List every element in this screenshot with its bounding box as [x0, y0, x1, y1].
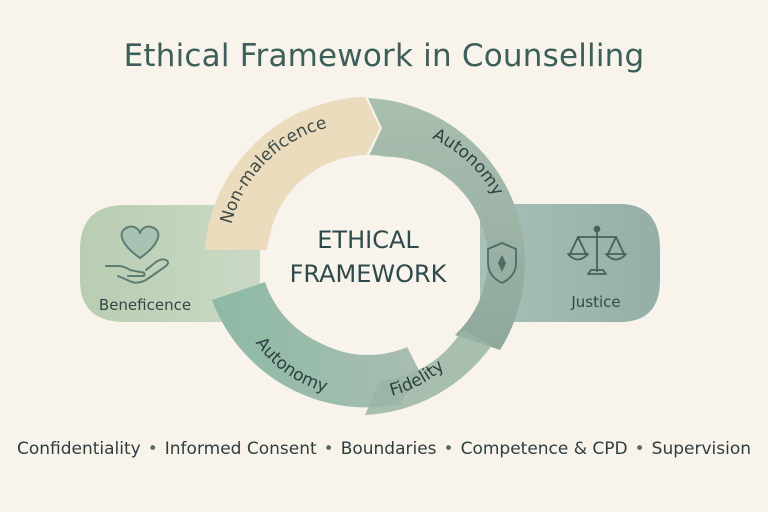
separator-dot: •	[443, 439, 454, 459]
footer-item-informed-consent: Informed Consent	[164, 439, 317, 459]
footer-item-supervision: Supervision	[651, 439, 752, 459]
separator-dot: •	[323, 439, 334, 459]
justice-label: Justice	[570, 293, 620, 311]
shield-icon	[487, 242, 517, 284]
beneficence-label: Beneficence	[99, 296, 191, 314]
page-title: Ethical Framework in Counselling	[123, 38, 645, 74]
center-text-line2: FRAMEWORK	[290, 260, 448, 288]
scales-icon	[567, 225, 627, 275]
segment-fidelity	[365, 330, 492, 415]
justice-panel	[480, 204, 660, 322]
footer-item-competence: Competence & CPD	[460, 439, 628, 459]
separator-dot: •	[634, 439, 645, 459]
footer-item-confidentiality: Confidentiality	[16, 439, 141, 459]
center-circle	[268, 155, 468, 355]
principles-footer: Confidentiality • Informed Consent • Boundar…	[0, 439, 768, 459]
segment-autonomy-right	[368, 98, 525, 350]
segment-autonomy-bottom	[212, 282, 420, 408]
segment-non-maleficence	[205, 97, 380, 250]
separator-dot: •	[147, 439, 158, 459]
center-text-line1: ETHICAL	[317, 226, 419, 254]
footer-item-boundaries: Boundaries	[340, 439, 437, 459]
heart-hand-icon	[105, 225, 169, 284]
